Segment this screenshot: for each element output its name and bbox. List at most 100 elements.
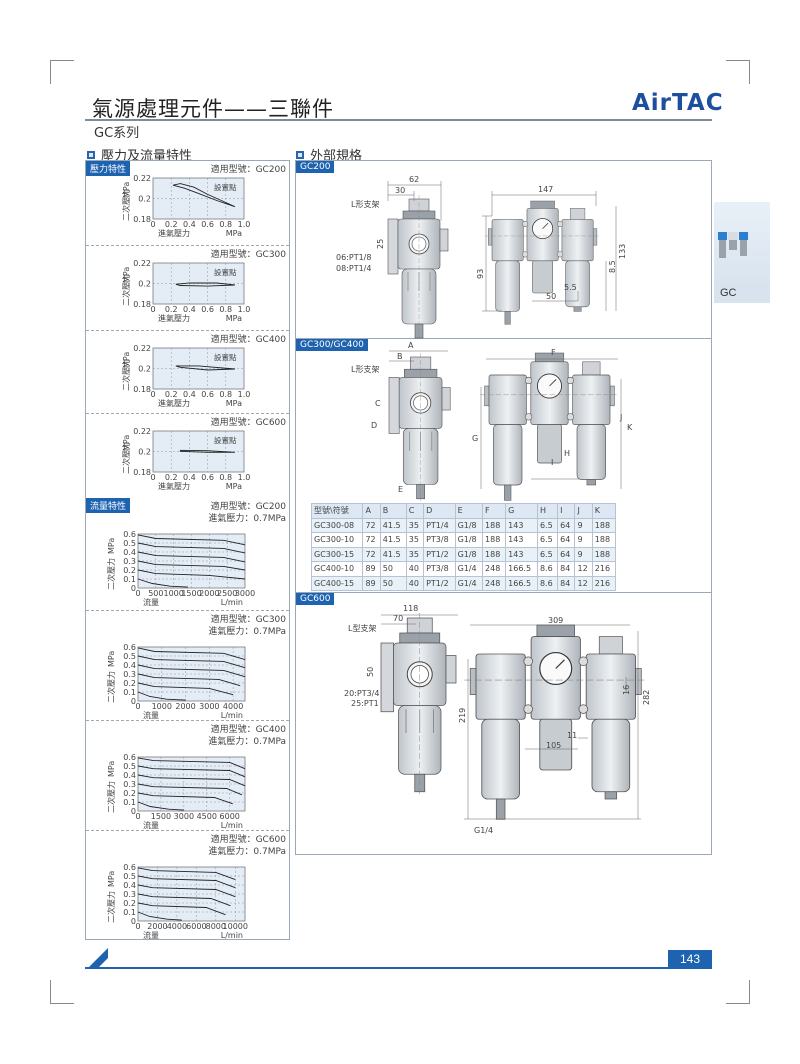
x-tick-label: 0 xyxy=(150,473,155,482)
table-cell: 35 xyxy=(405,532,425,548)
table-cell: PT3/8 xyxy=(423,532,456,548)
table-cell: 84 xyxy=(557,575,576,591)
x-axis-unit: MPa xyxy=(226,314,242,323)
chart-subtitle: 進氣壓力：0.7MPa xyxy=(208,625,286,637)
x-tick-label: 1500 xyxy=(181,589,201,598)
x-tick-label: 0.8 xyxy=(219,473,232,482)
table-cell: 9 xyxy=(574,517,593,533)
x-tick-label: 3000 xyxy=(235,589,255,598)
table-cell: 143 xyxy=(505,517,538,533)
y-tick-label: 0.18 xyxy=(133,468,151,477)
chart-title: 適用型號：GC600 xyxy=(211,416,287,428)
series-side-tab[interactable]: GC xyxy=(714,202,770,303)
y-tick-label: 0 xyxy=(131,584,136,593)
series-line-0.3 xyxy=(137,673,241,687)
x-axis-unit: MPa xyxy=(226,399,242,408)
x-tick-label: 2000 xyxy=(147,922,167,931)
x-tick-label: 0.8 xyxy=(219,390,232,399)
column-header: J xyxy=(574,503,593,519)
crop-mark xyxy=(726,60,750,84)
y-tick-label: 0.18 xyxy=(133,300,151,309)
column-header: E xyxy=(454,503,484,519)
table-cell: G1/4 xyxy=(454,575,484,591)
table-cell: 35 xyxy=(405,517,425,533)
y-axis-unit: MPa xyxy=(122,352,131,368)
series-label: GC系列 xyxy=(94,126,140,141)
x-tick-label: 0.8 xyxy=(219,220,232,229)
x-axis-unit: L/min xyxy=(221,711,243,720)
gc200-section: GC200 62 30 L形支架 25 06:PT1/8 08:PT1/4 14… xyxy=(296,161,711,339)
crop-mark xyxy=(50,980,74,1004)
y-tick-label: 0.2 xyxy=(138,195,151,204)
series-line-0.6 xyxy=(137,647,246,661)
table-cell: 6.5 xyxy=(536,546,559,562)
y-tick-label: 0.22 xyxy=(133,174,151,183)
dim-G: G xyxy=(472,434,479,443)
table-cell: 89 xyxy=(362,561,381,577)
y-tick-label: 0.6 xyxy=(123,530,136,539)
x-axis-unit: L/min xyxy=(221,821,243,830)
y-tick-label: 0.3 xyxy=(123,890,136,899)
title-divider xyxy=(85,119,712,121)
page-title: 氣源處理元件——三聯件 xyxy=(92,97,334,121)
table-cell: 89 xyxy=(362,575,381,591)
x-tick-label: 0 xyxy=(150,305,155,314)
y-tick-label: 0.4 xyxy=(123,881,136,890)
dim-5-5: 5.5 xyxy=(564,283,577,292)
table-cell: 64 xyxy=(557,532,576,548)
x-axis-label: 流量 xyxy=(143,597,159,607)
bracket-label: L型支架 xyxy=(348,624,377,633)
table-cell: 40 xyxy=(405,561,425,577)
x-tick-label: 0.8 xyxy=(219,305,232,314)
table-cell: 84 xyxy=(557,561,576,577)
bullet-square-icon xyxy=(87,150,95,159)
y-tick-label: 0.1 xyxy=(123,575,136,584)
side-view-drawing xyxy=(387,194,449,339)
y-tick-label: 0.6 xyxy=(123,753,136,762)
front-view-drawing xyxy=(479,352,620,501)
y-tick-label: 0.5 xyxy=(123,762,136,771)
series-line-0.3 xyxy=(137,560,246,571)
x-tick-label: 0 xyxy=(150,390,155,399)
dim-K: K xyxy=(627,423,633,432)
chart-title: 適用型號：GC300 xyxy=(211,613,287,625)
table-cell: PT1/2 xyxy=(423,575,456,591)
table-cell: 216 xyxy=(591,575,617,591)
table-cell: 188 xyxy=(482,517,507,533)
dim-D: D xyxy=(371,421,378,430)
y-axis-unit: MPa xyxy=(122,267,131,283)
table-cell: GC300-08 xyxy=(310,517,364,533)
x-tick-label: 3000 xyxy=(199,702,219,711)
y-tick-label: 0.2 xyxy=(123,679,136,688)
table-cell: 9 xyxy=(574,546,593,562)
port-label-1: 20:PT3/4 xyxy=(344,689,380,698)
column-header: H xyxy=(536,503,559,519)
series-line-0.5 xyxy=(137,765,246,778)
table-cell: GC300-15 xyxy=(310,546,364,562)
x-tick-label: 3000 xyxy=(174,812,194,821)
gc600-section: GC600 118 70 L型支架 50 20:PT3/4 25:PT1 309… xyxy=(296,593,711,856)
y-axis-label: 二次壓力 xyxy=(106,671,116,703)
y-tick-label: 0.2 xyxy=(123,899,136,908)
y-axis-unit: MPa xyxy=(107,761,116,777)
y-axis-unit: MPa xyxy=(107,538,116,554)
dim-25: 25 xyxy=(376,238,385,249)
y-tick-label: 0.3 xyxy=(123,780,136,789)
port-label-2: 08:PT1/4 xyxy=(336,264,372,273)
product-thumbnail-icon xyxy=(718,232,748,258)
dim-147: 147 xyxy=(538,185,554,194)
y-axis-label: 二次壓力 xyxy=(106,891,116,923)
chart-title: 適用型號：GC300 xyxy=(211,248,287,260)
x-tick-label: 0.4 xyxy=(183,220,196,229)
dim-16: 16 xyxy=(622,684,631,695)
gc300-gc400-tag: GC300/GC400 xyxy=(296,339,368,351)
column-header: A xyxy=(362,503,381,519)
x-tick-label: 1.0 xyxy=(238,390,251,399)
table-cell: 248 xyxy=(482,561,507,577)
